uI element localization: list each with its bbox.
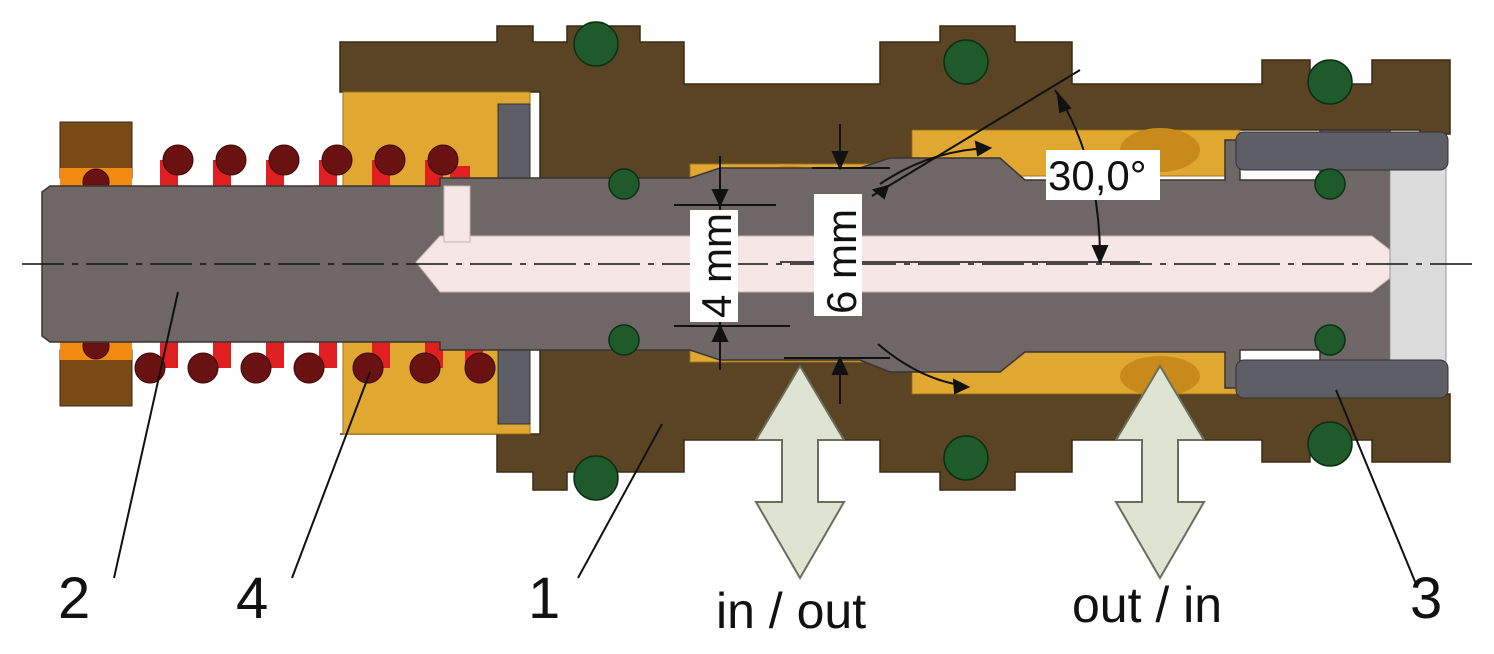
- gasket-top: [497, 103, 531, 181]
- dim-label-angle: 30,0°: [1046, 150, 1160, 200]
- oring: [943, 39, 989, 85]
- oring: [608, 168, 640, 200]
- part-label-4: 4: [236, 566, 268, 631]
- part-label-2: 2: [58, 566, 90, 631]
- oring: [573, 21, 619, 67]
- oring: [1307, 421, 1353, 467]
- part-label-1: 1: [528, 566, 560, 631]
- sleeve-part-3: [1235, 131, 1449, 399]
- flow-arrow-right: [1114, 364, 1206, 580]
- oring: [573, 455, 619, 501]
- housing-top: [339, 25, 1451, 179]
- o-rings: [573, 21, 1353, 501]
- part-label-3: 3: [1410, 566, 1442, 631]
- flow-label-out-in: out / in: [1072, 577, 1222, 633]
- spring-bottom-sections: [82, 332, 496, 384]
- oring: [608, 324, 640, 356]
- sleeve-bottom: [1235, 359, 1449, 399]
- dim-label-6mm: 6 mm: [814, 194, 865, 316]
- gaskets: [497, 103, 531, 425]
- cross-drill: [443, 185, 471, 243]
- oring: [1314, 324, 1346, 356]
- gasket-bottom: [497, 345, 531, 425]
- spring-top-sections: [82, 144, 459, 196]
- spring-part-4: [82, 144, 496, 384]
- dim-inner-text: 4 mm: [693, 213, 740, 318]
- dim-label-4mm: 4 mm: [690, 210, 740, 322]
- flow-label-in-out: in / out: [716, 583, 866, 639]
- sleeve-top: [1235, 131, 1449, 171]
- dim-outer-text: 6 mm: [818, 209, 865, 314]
- oring: [1314, 168, 1346, 200]
- oring: [943, 435, 989, 481]
- flow-arrow-left: [754, 364, 846, 580]
- dim-angle-text: 30,0°: [1048, 152, 1147, 199]
- leader-lines: [113, 291, 1417, 585]
- oring: [1307, 59, 1353, 105]
